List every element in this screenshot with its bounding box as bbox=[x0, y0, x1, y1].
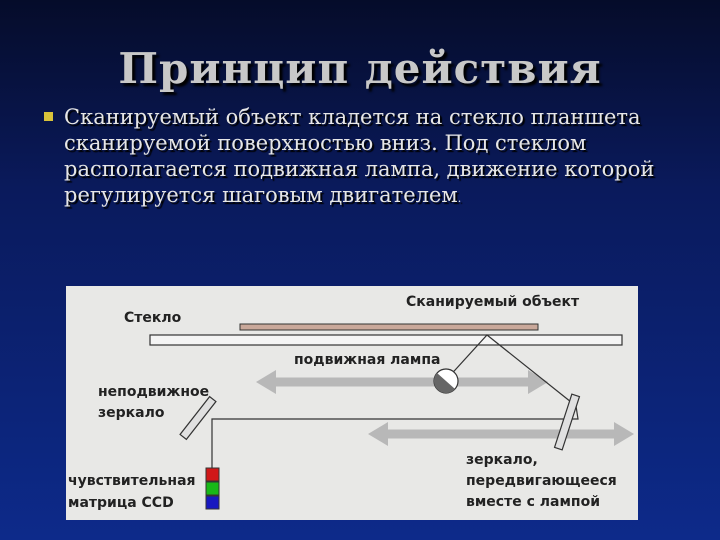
scanner-diagram-svg: Стекло Сканируемый объект подвижная ламп… bbox=[68, 294, 634, 511]
bullet-text: Сканируемый объект кладется на стекло пл… bbox=[64, 105, 655, 207]
scanner-diagram: Стекло Сканируемый объект подвижная ламп… bbox=[66, 286, 638, 520]
light-path bbox=[211, 334, 579, 468]
label-glass: Стекло bbox=[124, 310, 182, 326]
label-moving-mirror-3: вместе с лампой bbox=[466, 494, 600, 510]
mirror-motion-arrow bbox=[368, 422, 634, 446]
label-lamp: подвижная лампа bbox=[294, 352, 440, 368]
label-object: Сканируемый объект bbox=[406, 294, 580, 310]
lamp-icon bbox=[433, 368, 459, 394]
label-fixed-mirror-1: неподвижное bbox=[98, 384, 209, 400]
glass-plate bbox=[149, 334, 623, 346]
fixed-mirror bbox=[179, 395, 217, 441]
label-moving-mirror-1: зеркало, bbox=[466, 452, 538, 468]
label-fixed-mirror-2: зеркало bbox=[98, 405, 165, 421]
lamp-motion-arrow bbox=[256, 370, 548, 394]
ccd-green-cell bbox=[205, 481, 220, 496]
slide-title: Принцип действия bbox=[118, 44, 602, 93]
ccd-red-cell bbox=[205, 467, 220, 482]
scanned-object bbox=[239, 323, 539, 331]
bullet-end: . bbox=[457, 192, 462, 205]
label-ccd-2: матрица CCD bbox=[68, 495, 174, 511]
label-ccd-1: чувствительная bbox=[68, 473, 196, 489]
label-moving-mirror-2: передвигающееся bbox=[466, 473, 617, 489]
bullet-square-icon bbox=[44, 112, 53, 121]
bullet-item: Сканируемый объект кладется на стекло пл… bbox=[44, 104, 684, 212]
ccd-blue-cell bbox=[205, 495, 220, 510]
moving-mirror bbox=[553, 393, 581, 451]
